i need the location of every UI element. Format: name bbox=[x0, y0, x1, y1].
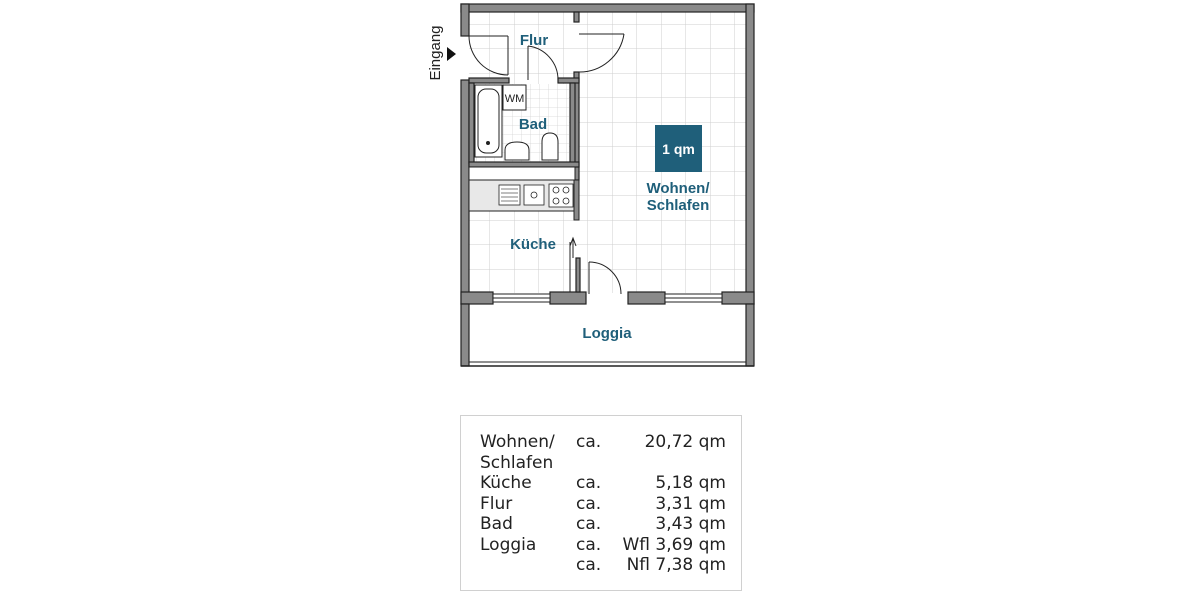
area-ca: ca. bbox=[576, 534, 602, 555]
room-label-wohnen-line1: Wohnen/ bbox=[646, 180, 710, 197]
area-room bbox=[480, 555, 576, 576]
area-value: 3,43 qm bbox=[655, 514, 726, 534]
area-room: Bad bbox=[480, 514, 513, 534]
table-row: Loggia ca. Wfl 3,69 qm bbox=[480, 535, 726, 556]
table-row: Küche ca. 5,18 qm bbox=[480, 473, 726, 494]
outer-walls bbox=[460, 3, 755, 305]
door-flur-wohnen bbox=[578, 33, 625, 73]
windows bbox=[492, 293, 723, 303]
room-label-flur: Flur bbox=[520, 32, 548, 49]
bathtub bbox=[474, 84, 503, 158]
area-value: 5,18 qm bbox=[655, 473, 726, 493]
room-label-loggia: Loggia bbox=[582, 325, 632, 342]
area-room: Schlafen bbox=[480, 452, 554, 473]
area-room: Loggia bbox=[480, 534, 537, 555]
room-label-kueche: Küche bbox=[510, 236, 556, 253]
scale-box-label: 1 qm bbox=[662, 141, 695, 157]
area-ca: ca. bbox=[576, 432, 602, 452]
area-value bbox=[616, 453, 726, 474]
area-ca bbox=[576, 453, 616, 474]
area-ca: ca. bbox=[576, 493, 602, 514]
table-row: ca. Nfl 7,38 qm bbox=[480, 555, 726, 576]
door-bad bbox=[527, 45, 559, 81]
area-ca: ca. bbox=[576, 473, 602, 493]
area-value: Wfl 3,69 qm bbox=[622, 534, 726, 555]
washing-machine-label: WM bbox=[505, 93, 525, 105]
table-row: Wohnen/ ca. 20,72 qm bbox=[480, 432, 726, 453]
area-room: Wohnen/ bbox=[480, 432, 555, 452]
bathroom-fixtures bbox=[504, 132, 559, 161]
scale-box: 1 qm bbox=[655, 125, 702, 172]
area-value: 20,72 qm bbox=[644, 432, 726, 452]
interior-walls bbox=[468, 11, 581, 293]
room-label-wohnen-line2: Schlafen bbox=[647, 197, 710, 214]
area-table: Wohnen/ ca. 20,72 qm Schlafen Küche ca. … bbox=[460, 415, 742, 591]
entrance-arrow-icon bbox=[447, 47, 456, 61]
sliding-door-kueche bbox=[569, 236, 577, 292]
area-room: Flur bbox=[480, 493, 513, 514]
table-row: Bad ca. 3,43 qm bbox=[480, 514, 726, 535]
entrance-door bbox=[468, 35, 509, 76]
entrance-label: Eingang bbox=[427, 25, 444, 80]
loggia-door bbox=[588, 261, 622, 295]
kitchen-counter bbox=[468, 166, 580, 221]
area-ca: ca. bbox=[576, 514, 602, 534]
area-value: 3,31 qm bbox=[655, 493, 726, 514]
area-room: Küche bbox=[480, 473, 532, 493]
table-row: Schlafen bbox=[480, 453, 726, 474]
washing-machine: WM bbox=[502, 84, 527, 111]
loggia-outline bbox=[460, 303, 755, 367]
area-ca: ca. bbox=[576, 555, 602, 575]
room-label-bad: Bad bbox=[519, 116, 547, 133]
area-value: Nfl 7,38 qm bbox=[626, 555, 726, 575]
table-row: Flur ca. 3,31 qm bbox=[480, 494, 726, 515]
